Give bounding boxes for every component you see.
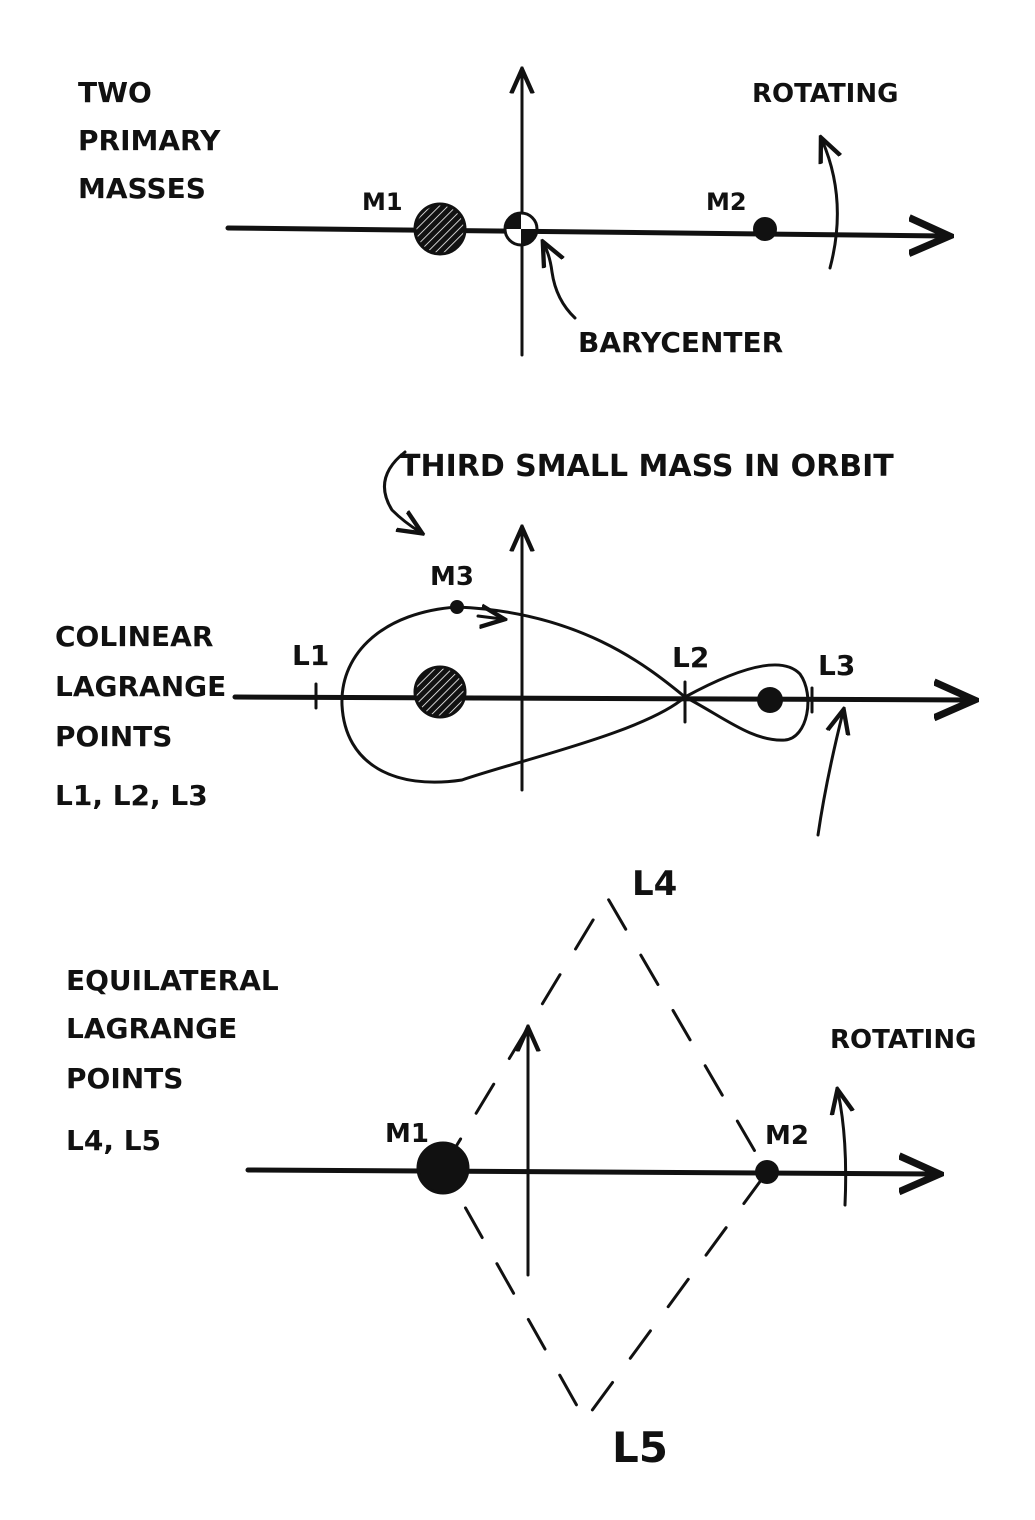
mass-m2-circle [753,217,777,241]
m1-label: M1 [362,188,403,216]
mass-m2-circle [757,687,783,713]
l3-label: L3 [818,649,855,682]
caption-line-2: LAGRANGE [66,1012,237,1045]
caption-line-3: POINTS [66,1062,183,1095]
x-axis-arrow [225,228,945,236]
caption-line-4: L1, L2, L3 [55,779,208,812]
third-mass-note: THIRD SMALL MASS IN ORBIT [400,449,894,484]
m3-label: M3 [430,562,474,592]
rotation-arrow [822,140,837,270]
l5-label: L5 [612,1423,668,1472]
mass-m1-circle [416,1141,470,1195]
mass-m2-circle [755,1160,779,1184]
caption-line-1: COLINEAR [55,620,213,653]
barycenter-pointer-arrow [544,244,577,320]
orbit-direction-arrow [476,616,502,619]
rotation-arrow [838,1092,846,1207]
caption-line-4: L4, L5 [66,1124,161,1157]
x-axis-arrow [245,1170,935,1174]
mass-m3-circle [450,600,464,614]
mass-m1-circle [413,665,467,719]
rotating-label: ROTATING [830,1025,976,1055]
l2-label: L2 [672,641,709,674]
panel-two-primary-masses: TWO PRIMARY MASSES M1 M2 ROTATING BARYCE… [78,72,945,359]
svg-text:TWO PRIMARY MASSES: TWO PRIMARY MASSES [78,76,230,205]
orbit-loop-right [683,663,810,742]
panel-equilateral-points: EQUILATERAL LAGRANGE POINTS L4, L5 M1 M2… [66,864,976,1472]
x-axis-arrow [232,697,970,700]
equilateral-dashed-diamond [441,895,769,1422]
m2-label: M2 [706,188,747,216]
svg-text:EQUILATERAL LAGRANGE: EQUILATERAL LAGRANGE POINTS L4, L5 [66,964,288,1157]
rotating-label: ROTATING [752,79,898,109]
caption-line-1: EQUILATERAL [66,964,279,997]
l1-label: L1 [292,639,329,672]
mass-m1-circle [413,202,467,256]
barycenter-symbol [503,211,539,247]
caption-line-1: TWO [78,76,152,109]
barycenter-label: BARYCENTER [578,326,783,359]
caption-line-2: PRIMARY [78,124,221,157]
caption-line-3: MASSES [78,172,206,205]
m1-label: M1 [385,1119,429,1149]
m2-label: M2 [765,1121,809,1151]
rotation-arrow [816,712,843,837]
caption-line-2: LAGRANGE [55,670,226,703]
l4-label: L4 [632,864,677,904]
third-mass-pointer-arrow [383,450,420,532]
svg-text:COLINEAR LAGRANGE: COLINEAR LAGRANGE POINTS L1, L2, L3 [55,620,236,812]
orbit-loop-left [340,605,687,784]
panel-colinear-points: THIRD SMALL MASS IN ORBIT COLINEAR LAGRA… [55,449,970,837]
caption-line-3: POINTS [55,720,172,753]
